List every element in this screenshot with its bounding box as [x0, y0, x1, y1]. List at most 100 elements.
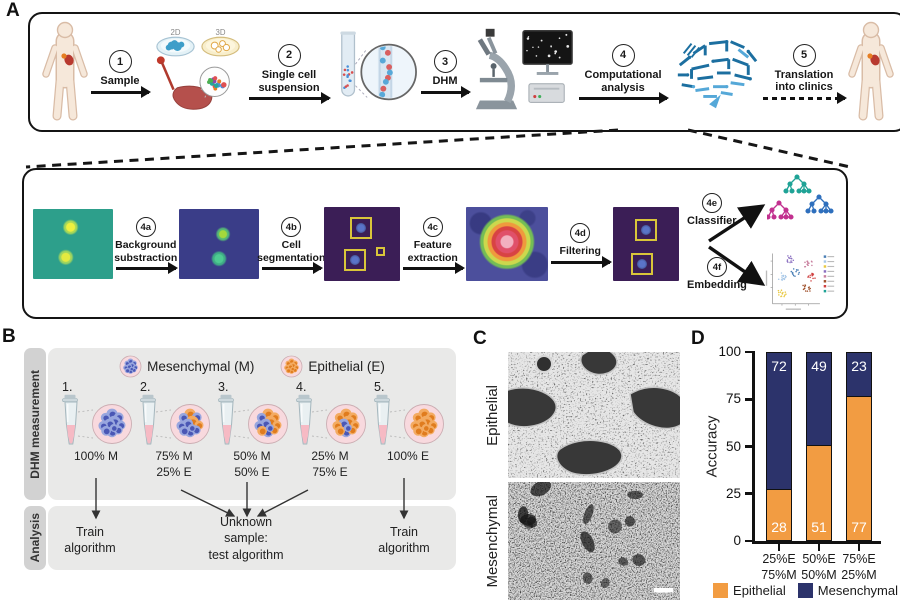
sample-number: 1.	[62, 380, 73, 394]
pipeline-box: 4a Background substraction 4b Cell segme…	[22, 168, 848, 319]
step-label: Single cell suspension	[258, 68, 320, 94]
bar-value: 77	[851, 519, 867, 535]
arrow-right-icon	[403, 261, 464, 274]
sample-mixture-label: 25% M 75% E	[311, 449, 349, 479]
step-label: Sample	[100, 75, 140, 88]
tube-icon	[140, 394, 156, 445]
bar-value: 28	[771, 519, 787, 535]
x-axis-tick	[777, 544, 781, 551]
ai-brain-icon	[677, 40, 758, 109]
epithelial-micrograph	[508, 352, 680, 478]
step-5-translation-into-clinics: 5 Translation into clinics	[763, 43, 847, 104]
step-label: Classifier	[687, 215, 737, 227]
sample-item: 3. 50% M 50% E	[214, 380, 290, 480]
tube-icon	[62, 394, 78, 445]
y-axis-tick	[745, 445, 755, 448]
bar-segment-epithelial: 77	[846, 395, 872, 541]
tube-icon	[296, 394, 312, 445]
x-axis-category-label: 50%E 50%M	[801, 552, 837, 582]
analysis-train-left: Train algorithm	[64, 525, 116, 556]
sample-graphic	[218, 394, 288, 445]
step-4c-feature-extraction: 4c Feature extraction	[403, 217, 464, 274]
x-axis-tick	[857, 544, 861, 551]
step-number-badge: 1	[108, 50, 132, 74]
human-body-icon	[848, 21, 894, 121]
sample-number: 4.	[296, 380, 307, 394]
human-body-icon	[42, 21, 88, 121]
arrow-right-icon	[91, 85, 151, 98]
panel-a-label: A	[6, 0, 20, 21]
pipette-icon	[156, 56, 175, 91]
step-label: Cell segmentation	[257, 239, 326, 264]
step-label: Embedding	[687, 279, 747, 291]
dish-2d-label: 2D	[170, 28, 180, 37]
y-axis-tick-label: 100	[718, 344, 741, 359]
analysis-train-right: Train algorithm	[378, 525, 430, 556]
mesenchymal-image-label: Mesenchymal	[483, 494, 501, 588]
monitor-icon	[522, 30, 573, 65]
chart-legend: Epithelial Mesenchymal	[713, 583, 898, 598]
step-3-dhm: 3 DHM	[421, 50, 471, 98]
tube-icon	[218, 394, 234, 445]
x-axis-category-label: 25%E 75%M	[761, 552, 797, 582]
step-4a-background-subtraction: 4a Background substraction	[114, 217, 178, 274]
legend-series-label: Epithelial	[733, 583, 786, 598]
dark-cell-clusters	[517, 482, 646, 589]
phase-map-cell-image	[465, 206, 548, 281]
filtered-image	[613, 206, 679, 281]
step-number-badge: 4a	[135, 217, 156, 238]
legend-item: Mesenchymal (M)	[119, 355, 254, 378]
cell-mixture-circle	[280, 355, 303, 378]
embedding-scatter-icon	[765, 253, 835, 310]
bar-value: 72	[771, 358, 787, 375]
legend-item: Epithelial (E)	[280, 355, 385, 378]
cell-mixture-circle	[119, 355, 142, 378]
organ-icon	[61, 53, 74, 66]
step-1-sample: 1 Sample	[91, 50, 151, 98]
panel-d-label: D	[691, 328, 705, 349]
y-axis-tick	[745, 539, 755, 543]
chart-legend-item: Epithelial	[713, 583, 786, 598]
step-number-badge: 4d	[570, 223, 591, 244]
epithelial-image-label: Epithelial	[483, 384, 501, 446]
x-axis-tick	[817, 544, 821, 551]
dhm-measurement-panel: Mesenchymal (M) Epithelial (E) 1. 100% M…	[48, 348, 456, 500]
sample-mixture-label: 100% E	[386, 449, 430, 463]
step-number-badge: 3	[433, 50, 457, 74]
row-label-analysis: Analysis	[24, 506, 46, 570]
panel-b-label: B	[2, 326, 16, 347]
bar-value: 23	[851, 358, 867, 375]
step-number-badge: 2	[277, 43, 301, 67]
step-label: Background substraction	[114, 239, 178, 264]
legend-swatch	[797, 583, 813, 598]
analysis-unknown-sample: Unknown sample: test algorithm	[208, 515, 284, 562]
step-4e-classifier: 4e Classifier	[687, 193, 737, 231]
bar-segment-mesenchymal: 23	[846, 352, 872, 398]
cell-type-legend: Mesenchymal (M) Epithelial (E)	[58, 355, 446, 378]
analysis-panel: Train algorithm Unknown sample: test alg…	[48, 506, 456, 570]
y-axis-tick-label: 50	[725, 438, 741, 454]
step-label: DHM	[432, 75, 458, 88]
sample-item: 4. 25% M 75% E	[292, 380, 368, 480]
mixed-cells-icon	[207, 76, 227, 91]
step-4f-embedding: 4f Embedding	[687, 257, 747, 295]
microscope-body-icon	[475, 28, 518, 110]
y-axis-tick-label: 25	[725, 485, 741, 501]
step-label: Feature extraction	[407, 239, 458, 264]
legend-swatch	[713, 583, 729, 598]
sample-number: 3.	[218, 380, 229, 394]
cell-free-gaps	[508, 352, 680, 476]
microscope-icon	[475, 28, 573, 110]
step-label: Filtering	[559, 245, 601, 258]
x-axis-category-label: 75%E 25%M	[841, 552, 877, 582]
bar-segment-mesenchymal: 72	[766, 352, 792, 490]
sample-graphic	[296, 394, 366, 445]
step-number-badge: 4b	[281, 217, 302, 238]
bar-segment-epithelial: 28	[766, 488, 792, 541]
sample-number: 2.	[140, 380, 151, 394]
panel-c-label: C	[473, 328, 487, 349]
chart-legend-item: Mesenchymal	[797, 583, 898, 598]
arrow-right-icon	[421, 85, 471, 98]
legend-label: Mesenchymal (M)	[147, 359, 255, 374]
